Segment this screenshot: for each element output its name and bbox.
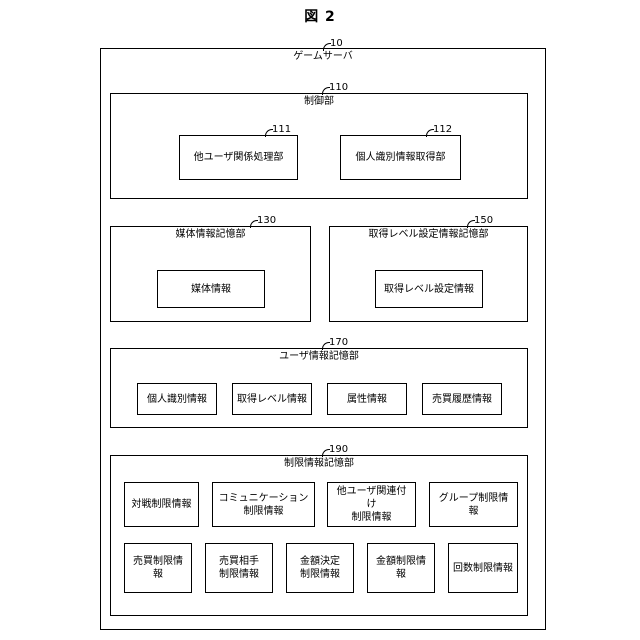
restriction-item-label: 金額決定 制限情報 <box>300 555 340 581</box>
control-unit-ref: 110 <box>329 82 348 94</box>
user-storage-ref: 170 <box>329 337 348 349</box>
restriction-item-label: 回数制限情報 <box>453 562 513 575</box>
game-server-label: ゲームサーバ <box>100 51 546 63</box>
restriction-item-label: コミュニケーション 制限情報 <box>219 492 309 518</box>
other-user-processing-box: 他ユーザ関係処理部 <box>179 135 298 180</box>
personal-id-acquisition-box: 個人識別情報取得部 <box>340 135 461 180</box>
restriction-item: 売買制限情報 <box>124 543 192 593</box>
user-item-label: 属性情報 <box>347 393 387 406</box>
media-info-box: 媒体情報 <box>157 270 265 308</box>
restriction-item: 他ユーザ関連付け 制限情報 <box>327 482 416 527</box>
game-server-ref: 10 <box>330 38 343 50</box>
restriction-item: 売買相手 制限情報 <box>205 543 273 593</box>
figure-title: 図 2 <box>0 6 640 26</box>
other-user-processing-label: 他ユーザ関係処理部 <box>194 151 284 164</box>
user-item-label: 売買履歴情報 <box>432 393 492 406</box>
other-user-processing-ref: 111 <box>272 124 291 136</box>
user-storage-label: ユーザ情報記憶部 <box>110 351 528 363</box>
media-info-label: 媒体情報 <box>191 283 231 296</box>
level-info-box: 取得レベル設定情報 <box>375 270 483 308</box>
media-storage-label: 媒体情報記憶部 <box>110 229 311 241</box>
restriction-item: グループ制限情報 <box>429 482 518 527</box>
restriction-item-label: 金額制限情報 <box>372 555 430 581</box>
personal-id-acquisition-label: 個人識別情報取得部 <box>356 151 446 164</box>
media-storage-ref: 130 <box>257 215 276 227</box>
restriction-storage-label: 制限情報記憶部 <box>110 458 528 470</box>
restriction-item-label: 他ユーザ関連付け 制限情報 <box>332 485 411 524</box>
control-unit-box <box>110 93 528 199</box>
user-item: 個人識別情報 <box>137 383 217 415</box>
restriction-item-label: グループ制限情報 <box>434 492 513 518</box>
restriction-item: 金額制限情報 <box>367 543 435 593</box>
personal-id-acquisition-ref: 112 <box>433 124 452 136</box>
restriction-storage-ref: 190 <box>329 444 348 456</box>
restriction-item: コミュニケーション 制限情報 <box>212 482 315 527</box>
restriction-item: 対戦制限情報 <box>124 482 199 527</box>
level-storage-ref: 150 <box>474 215 493 227</box>
control-unit-label: 制御部 <box>110 96 528 108</box>
user-item-label: 個人識別情報 <box>147 393 207 406</box>
level-storage-label: 取得レベル設定情報記憶部 <box>329 229 528 241</box>
user-item: 売買履歴情報 <box>422 383 502 415</box>
user-item: 属性情報 <box>327 383 407 415</box>
restriction-item-label: 売買制限情報 <box>129 555 187 581</box>
level-info-label: 取得レベル設定情報 <box>384 283 474 296</box>
restriction-item-label: 売買相手 制限情報 <box>219 555 259 581</box>
user-item: 取得レベル情報 <box>232 383 312 415</box>
restriction-item: 金額決定 制限情報 <box>286 543 354 593</box>
restriction-item: 回数制限情報 <box>448 543 518 593</box>
restriction-item-label: 対戦制限情報 <box>132 498 192 511</box>
user-item-label: 取得レベル情報 <box>237 393 307 406</box>
